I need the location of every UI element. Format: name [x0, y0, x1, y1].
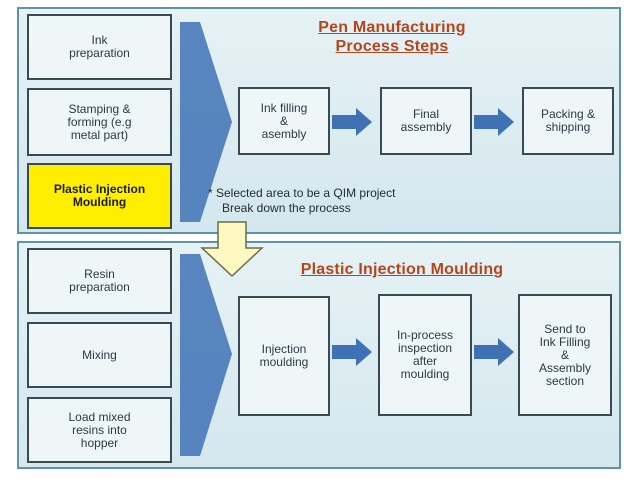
mixing-box: Mixing — [27, 322, 172, 388]
packing-shipping-label: Packing & shipping — [540, 107, 596, 134]
load-resins-hopper-box: Load mixed resins into hopper — [27, 397, 172, 463]
in-process-inspection-box: In-process inspection after moulding — [378, 294, 472, 416]
plastic-injection-moulding-title: Plastic Injection Moulding — [300, 261, 504, 278]
ink-filling-assembly-label: Ink filling & asembly — [260, 100, 308, 141]
stamping-forming-label: Stamping & forming (e.g metal part) — [67, 101, 132, 142]
process-arrow-1 — [332, 108, 372, 136]
send-to-ink-filling-box: Send to Ink Filling & Assembly section — [518, 294, 612, 416]
ink-filling-assembly-box: Ink filling & asembly — [238, 87, 330, 155]
process-arrow-2 — [474, 108, 514, 136]
pen-manufacturing-title-line2: Process Steps — [335, 38, 449, 55]
pen-manufacturing-title-line1: Pen Manufacturing — [318, 19, 466, 36]
big-chevron-arrow-bottom — [180, 254, 232, 456]
injection-moulding-box: Injection moulding — [238, 296, 330, 416]
note-selected-area: * Selected area to be a QIM project — [208, 186, 396, 200]
load-resins-hopper-label: Load mixed resins into hopper — [68, 409, 131, 450]
ink-preparation-label: Ink preparation — [69, 33, 130, 60]
plastic-injection-moulding-box: Plastic Injection Moulding — [27, 163, 172, 229]
big-chevron-arrow-top — [180, 22, 232, 222]
packing-shipping-box: Packing & shipping — [522, 87, 614, 155]
plastic-injection-moulding-label: Plastic Injection Moulding — [53, 182, 146, 209]
process-arrow-4 — [474, 338, 514, 366]
process-arrow-3 — [332, 338, 372, 366]
pen-manufacturing-title: Pen Manufacturing Process Steps — [262, 18, 522, 56]
resin-preparation-box: Resin preparation — [27, 248, 172, 314]
mixing-label: Mixing — [82, 347, 117, 362]
resin-preparation-label: Resin preparation — [69, 267, 130, 294]
note-break-down: Break down the process — [222, 201, 351, 215]
final-assembly-label: Final assembly — [400, 107, 452, 134]
stamping-forming-box: Stamping & forming (e.g metal part) — [27, 88, 172, 156]
in-process-inspection-label: In-process inspection after moulding — [396, 328, 454, 381]
down-arrow — [200, 221, 264, 278]
ink-preparation-box: Ink preparation — [27, 14, 172, 80]
injection-moulding-label: Injection moulding — [259, 342, 309, 369]
final-assembly-box: Final assembly — [380, 87, 472, 155]
send-to-ink-filling-label: Send to Ink Filling & Assembly section — [538, 321, 591, 388]
